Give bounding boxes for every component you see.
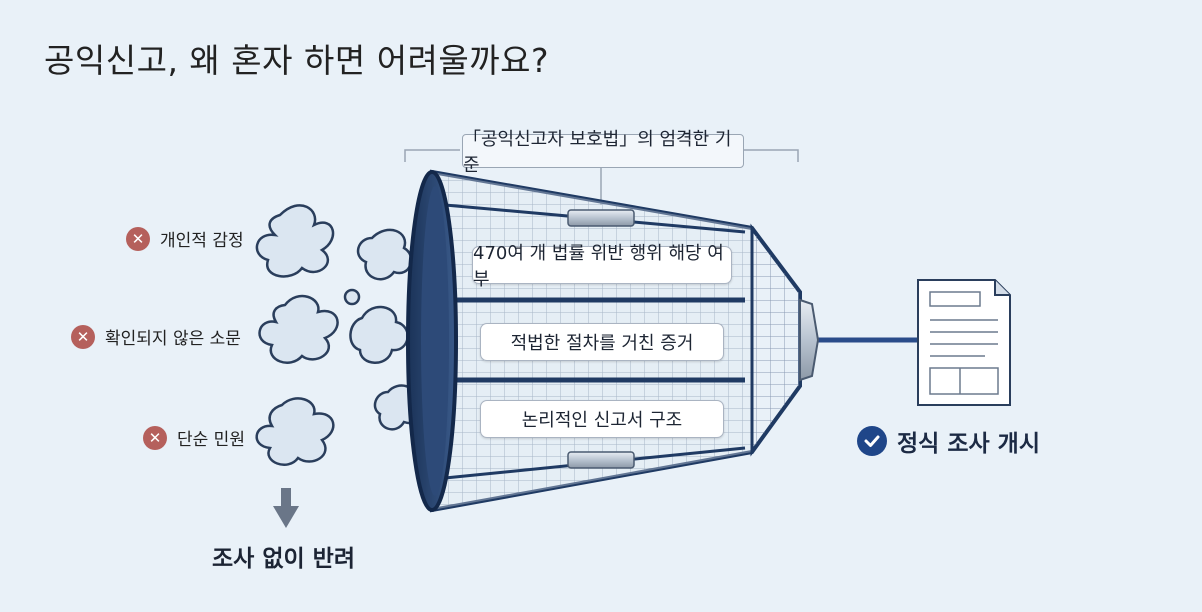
- reject-item: ✕ 확인되지 않은 소문: [71, 324, 241, 349]
- input-blobs: [255, 204, 423, 466]
- reject-item-label: 개인적 감정: [160, 231, 244, 251]
- funnel-label: 「공익신고자 보호법」의 엄격한 기준: [462, 129, 744, 176]
- criterion-2: 적법한 절차를 거친 증거: [480, 323, 724, 361]
- document-icon: [917, 279, 1011, 406]
- check-icon: [857, 426, 887, 456]
- blob-2: [258, 294, 339, 364]
- blob-4: [356, 228, 413, 281]
- reject-item: ✕ 단순 민원: [143, 425, 245, 450]
- accept-result: 정식 조사 개시: [857, 424, 1040, 458]
- reject-item-label: 단순 민원: [177, 430, 245, 450]
- blob-3: [255, 397, 335, 466]
- reject-result: 조사 없이 반려: [212, 546, 355, 572]
- page-title: 공익신고, 왜 혼자 하면 어려울까요?: [44, 41, 550, 80]
- x-icon: ✕: [71, 324, 95, 349]
- reject-item: ✕ 개인적 감정: [126, 226, 244, 251]
- bracket: [404, 149, 799, 205]
- reject-item-label: 확인되지 않은 소문: [105, 329, 241, 349]
- blob-1: [255, 204, 335, 278]
- down-arrow-icon: [273, 488, 299, 528]
- blob-5: [349, 305, 409, 364]
- criterion-3: 논리적인 신고서 구조: [480, 400, 724, 438]
- blob-dot: [343, 288, 361, 306]
- x-icon: ✕: [143, 425, 167, 450]
- accept-result-label: 정식 조사 개시: [897, 431, 1040, 457]
- x-icon: ✕: [126, 226, 150, 251]
- criterion-1: 470여 개 법률 위반 행위 해당 여부: [472, 243, 732, 290]
